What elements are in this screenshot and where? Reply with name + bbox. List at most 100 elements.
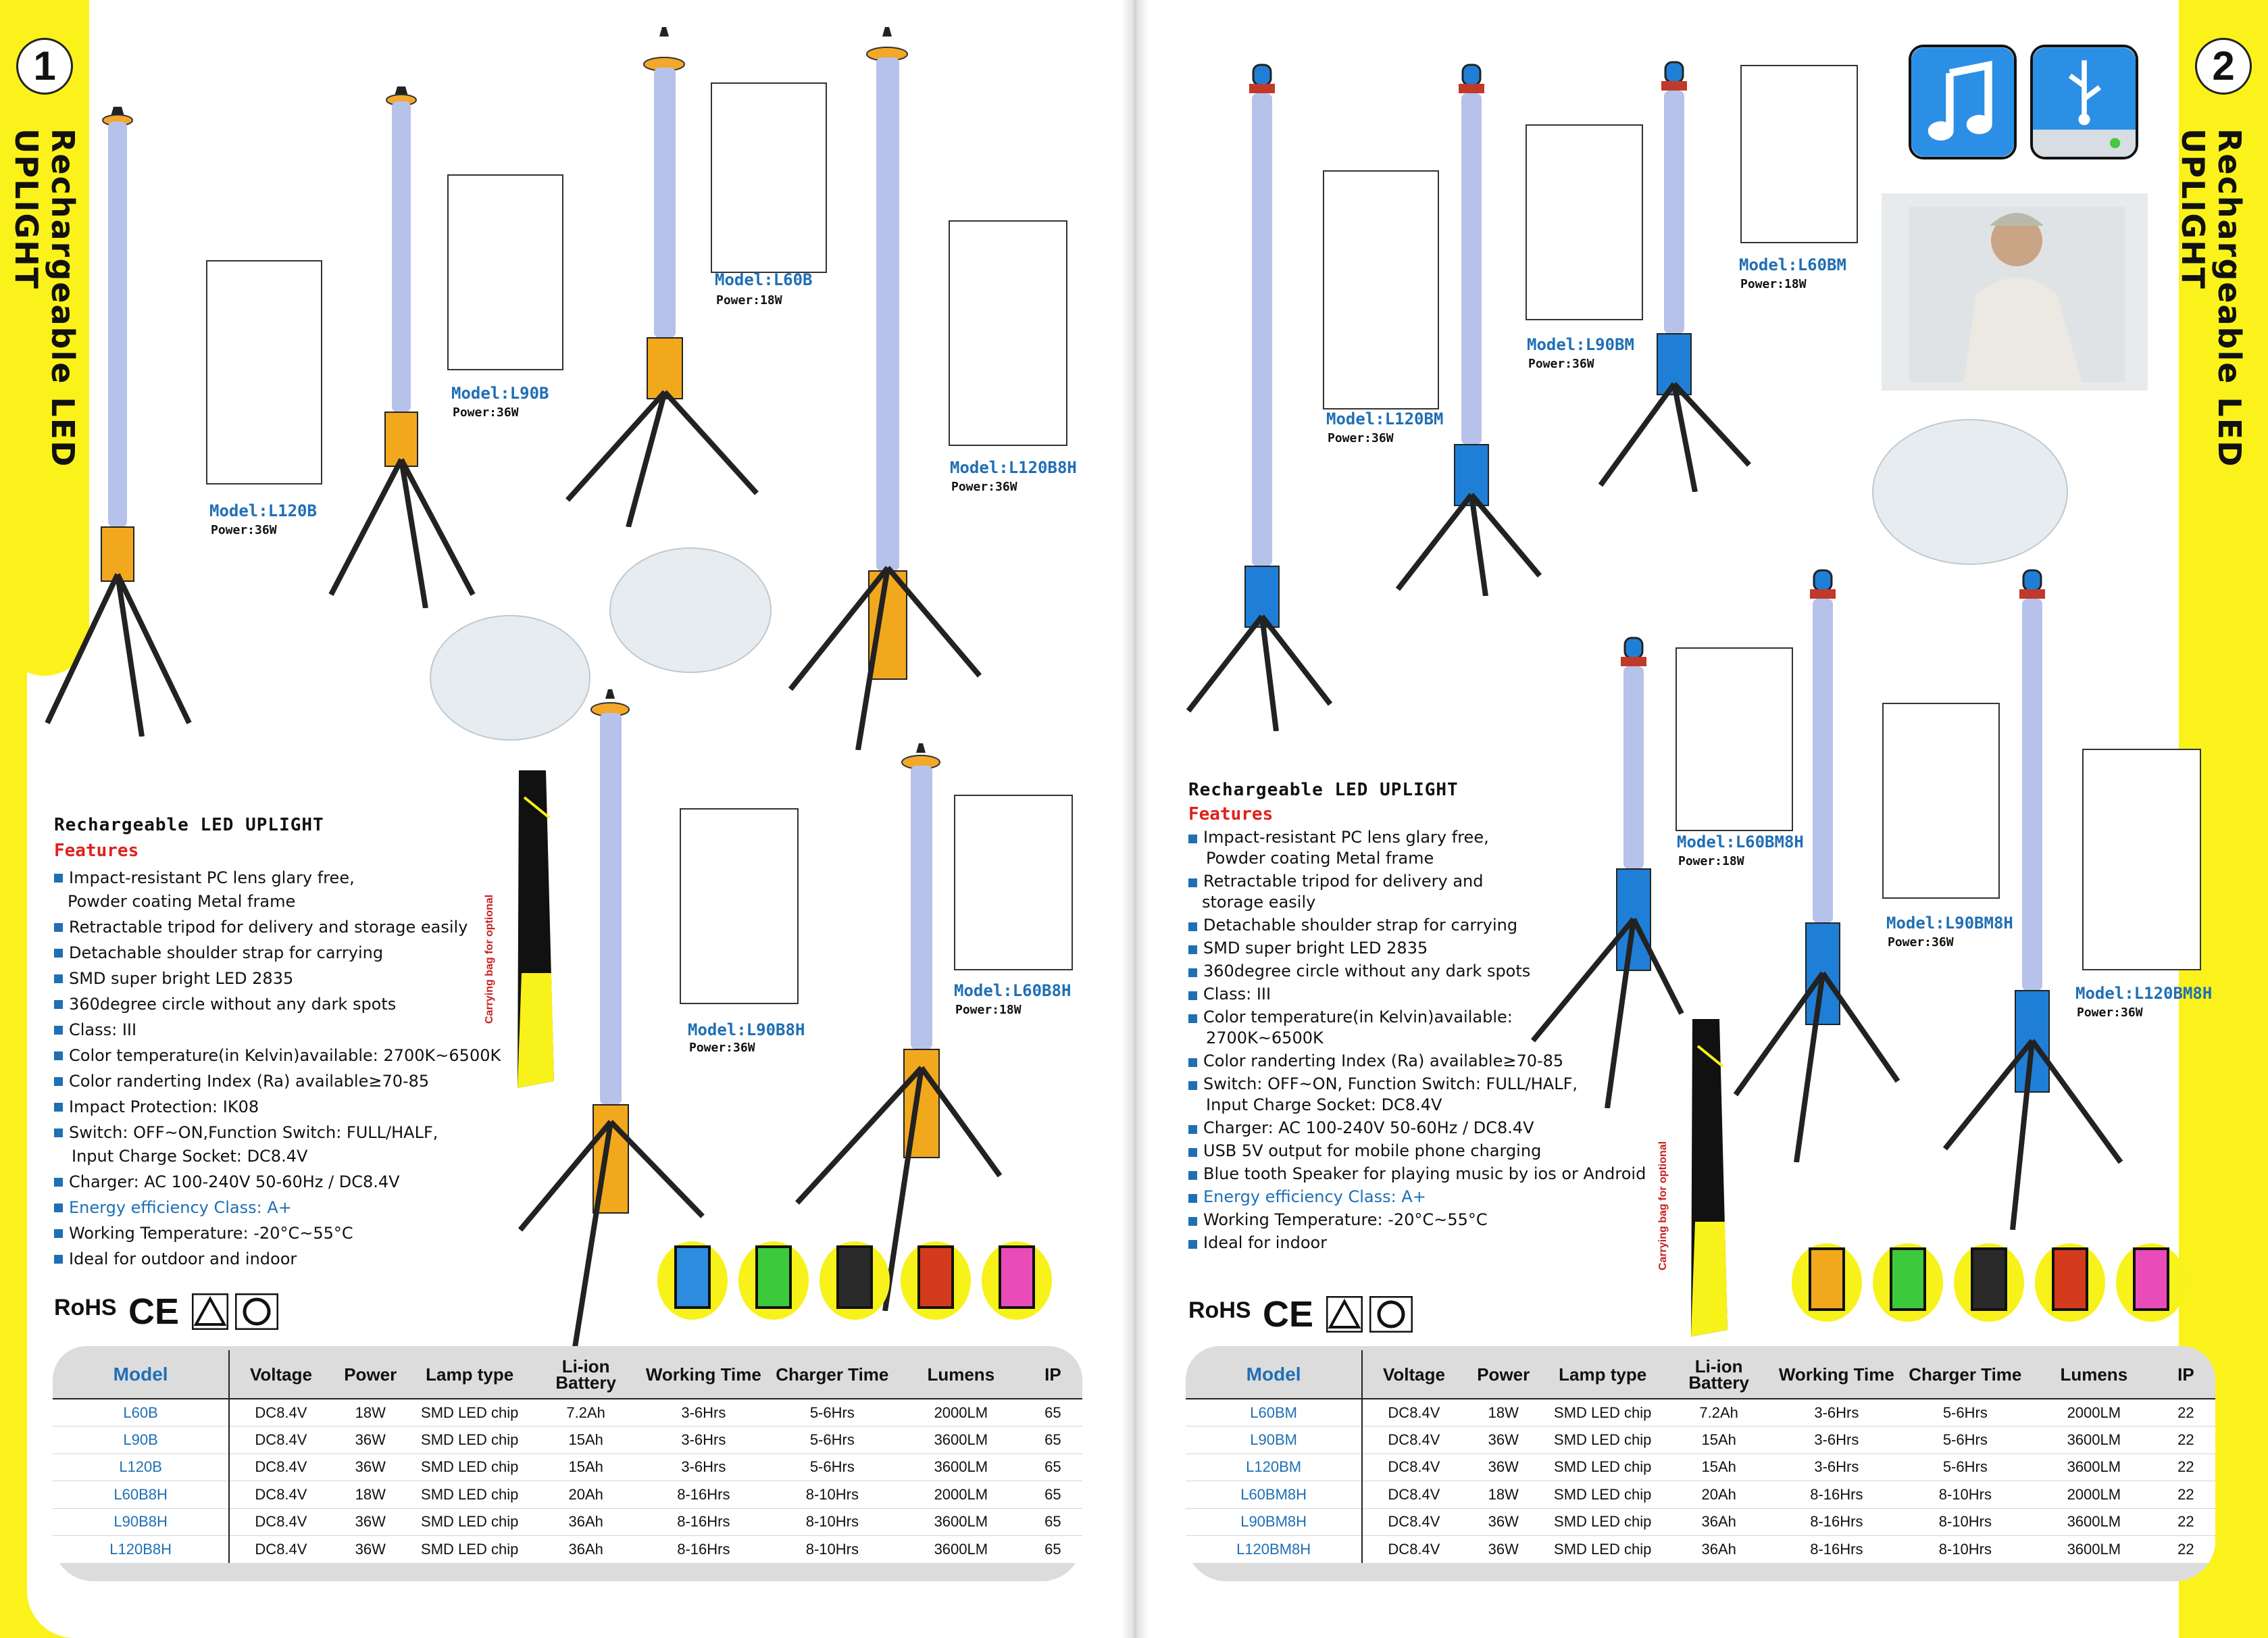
table-cell: SMD LED chip [408,1399,531,1426]
table-cell: 18W [332,1399,409,1426]
feature-item: Blue tooth Speaker for playing music by … [1188,1162,1646,1185]
dimension-diagram [954,795,1073,970]
lamp-l120b8h [788,27,982,750]
charger-image [609,547,772,673]
table-cell: 3-6Hrs [1773,1454,1899,1481]
feature-item: Color temperature(in Kelvin)available: [1188,1006,1646,1028]
table-cell: L120BM [1186,1454,1363,1481]
spine-gutter [1122,0,1149,1638]
table-cell: 5-6Hrs [765,1454,899,1481]
table-cell: 3600LM [898,1535,1024,1563]
dimension-diagram [1675,647,1793,831]
table-header: Charger Time [1898,1350,2032,1399]
certification-logos: RoHS CE [1188,1293,1418,1335]
table-cell: L60B [53,1399,230,1426]
table-cell: DC8.4V [229,1454,332,1481]
table-cell: 18W [1465,1481,1542,1509]
feature-item: Color randerting Index (Ra) available≥70… [1188,1049,1646,1072]
feature-item: Class: III [54,1017,501,1043]
table-cell: 8-10Hrs [1898,1481,2032,1509]
feature-item: Detachable shoulder strap for carrying [1188,914,1646,937]
table-cell: 5-6Hrs [765,1399,899,1426]
color-swatch-pink [2116,1243,2186,1322]
table-cell: DC8.4V [1362,1399,1465,1426]
feature-item: Retractable tripod for delivery and stor… [54,914,501,940]
certification-logos: RoHS CE [54,1291,284,1332]
lamp-l60b [565,27,759,527]
table-header: Power [332,1350,409,1399]
table-cell: DC8.4V [229,1426,332,1454]
table-cell: 18W [332,1481,409,1509]
feature-item: 360degree circle without any dark spots [54,991,501,1017]
table-header: IP [1023,1350,1082,1399]
table-cell: 36W [1465,1426,1542,1454]
table-cell: 65 [1023,1535,1082,1563]
model-label: Model:L90BM [1527,335,1634,354]
table-cell: 7.2Ah [1663,1399,1774,1426]
feature-item: Charger: AC 100-240V 50-60Hz / DC8.4V [54,1169,501,1195]
model-label: Model:L120B [209,501,317,520]
table-cell: 36W [1465,1454,1542,1481]
table-cell: 5-6Hrs [1898,1399,2032,1426]
dimension-diagram [2082,749,2201,970]
gs-cert-icon [235,1293,278,1330]
model-label: Model:L60BM [1739,255,1846,274]
yellow-title-tab [2179,0,2268,676]
features-title: Rechargeable LED UPLIGHT [1188,780,1459,800]
table-cell: DC8.4V [1362,1481,1465,1509]
color-swatch-black [1954,1243,2024,1322]
table-cell: L90BM [1186,1426,1363,1454]
table-cell: 36W [332,1535,409,1563]
side-title: Rechargeable LED UPLIGHT [2175,128,2248,468]
table-header: Lumens [898,1350,1024,1399]
feature-item: Energy efficiency Class: A+ [54,1195,501,1220]
table-cell: SMD LED chip [408,1508,531,1536]
power-label: Power:36W [2077,1006,2143,1020]
table-cell: 36Ah [530,1535,641,1563]
model-label: Model:L120BM [1326,410,1444,428]
table-cell: 22 [2156,1399,2215,1426]
yellow-title-tab [0,0,89,676]
table-cell: 36W [1465,1508,1542,1536]
feature-item: 360degree circle without any dark spots [1188,960,1646,983]
power-label: Power:18W [716,293,782,307]
table-cell: 8-10Hrs [1898,1535,2032,1563]
table-cell: SMD LED chip [408,1426,531,1454]
table-header: Lamp type [408,1350,531,1399]
color-swatch-black [820,1241,890,1320]
table-cell: 3600LM [898,1426,1024,1454]
table-cell: L60BM [1186,1399,1363,1426]
table-cell: 8-10Hrs [765,1481,899,1509]
table-cell: 3600LM [898,1508,1024,1536]
table-cell: 65 [1023,1481,1082,1509]
feature-item: Color randerting Index (Ra) available≥70… [54,1068,501,1094]
feature-item: Impact-resistant PC lens glary free, [54,865,501,891]
feature-item: Switch: OFF~ON,Function Switch: FULL/HAL… [54,1120,501,1145]
table-cell: 7.2Ah [530,1399,641,1426]
lamp-l90bm [1395,64,1542,596]
dimension-diagram [680,808,799,1004]
table-cell: 20Ah [530,1481,641,1509]
spec-table: Model Voltage Power Lamp type Li-ion Bat… [53,1346,1082,1581]
gs-cert-icon [1369,1296,1413,1333]
carrying-bag-image [1691,1019,1728,1337]
model-label: Model:L60B [715,270,813,289]
table-cell: 65 [1023,1426,1082,1454]
lamp-l120bm8h [1942,569,2123,1230]
color-swatch-green [738,1241,809,1320]
dimension-diagram [711,82,827,273]
carrying-bag-image [518,770,554,1088]
feature-item: Retractable tripod for delivery and [1188,870,1646,893]
feature-item: SMD super bright LED 2835 [1188,937,1646,960]
page-number: 1 [16,38,73,95]
feature-item: storage easily [1202,893,1316,912]
power-label: Power:36W [211,523,277,537]
table-cell: 2000LM [2031,1399,2157,1426]
power-label: Power:36W [951,480,1017,494]
dimension-diagram [1323,170,1439,410]
